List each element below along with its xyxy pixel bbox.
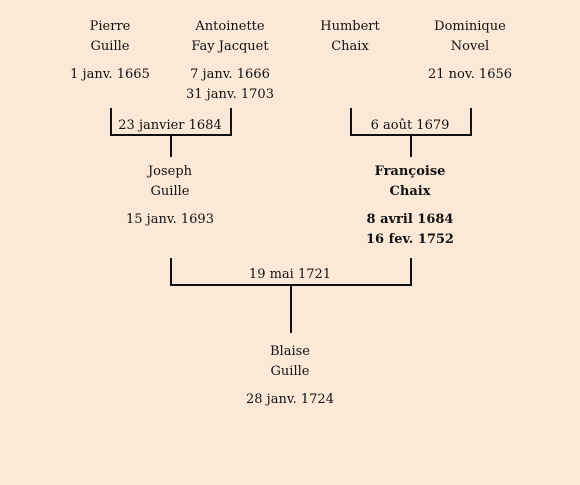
person-humbert-chaix[interactable]: Humbert Chaix — [280, 17, 420, 57]
descent-line — [290, 284, 292, 333]
last-name: Guille — [90, 39, 130, 54]
birth-date: 1 janv. 1665 — [70, 67, 150, 82]
first-name: Françoise — [374, 164, 446, 179]
bracket-right-leg — [410, 258, 412, 286]
union-date-pierre-antoinette: 23 janvier 1684 — [112, 118, 228, 134]
last-name: Fay Jacquet — [191, 39, 269, 54]
last-name: Chaix — [331, 39, 369, 54]
birth-date: 8 avril 1684 — [366, 212, 454, 227]
bracket-left-leg — [110, 108, 112, 136]
person-pierre-guille[interactable]: Pierre Guille 1 janv. 1665 — [40, 17, 180, 85]
person-dominique-novel[interactable]: Dominique Novel 21 nov. 1656 — [400, 17, 540, 85]
first-name: Dominique — [434, 19, 506, 34]
first-name: Antoinette — [195, 19, 265, 34]
person-joseph-guille[interactable]: Joseph Guille 15 janv. 1693 — [100, 162, 240, 230]
first-name: Blaise — [270, 344, 310, 359]
last-name: Guille — [270, 364, 310, 379]
bracket-left-leg — [170, 258, 172, 286]
descent-line — [170, 134, 172, 157]
bracket-right-leg — [470, 108, 472, 136]
descent-line — [410, 134, 412, 157]
person-antoinette-fay-jacquet[interactable]: Antoinette Fay Jacquet 7 janv. 1666 31 j… — [160, 17, 300, 105]
person-francoise-chaix[interactable]: Françoise Chaix 8 avril 1684 16 fev. 175… — [340, 162, 480, 250]
birth-date: 7 janv. 1666 — [190, 67, 270, 82]
union-date-joseph-francoise: 19 mai 1721 — [230, 267, 350, 283]
bracket-left-leg — [350, 108, 352, 136]
birth-date: 15 janv. 1693 — [126, 212, 214, 227]
birth-date: 21 nov. 1656 — [427, 67, 513, 82]
death-date: 16 fev. 1752 — [366, 232, 454, 247]
first-name: Pierre — [89, 19, 131, 34]
birth-date: 28 janv. 1724 — [246, 392, 334, 407]
last-name: Novel — [450, 39, 490, 54]
last-name: Chaix — [389, 184, 431, 199]
last-name: Guille — [150, 184, 190, 199]
death-date: 31 janv. 1703 — [186, 87, 274, 102]
person-blaise-guille[interactable]: Blaise Guille 28 janv. 1724 — [220, 342, 360, 410]
first-name: Joseph — [147, 164, 193, 179]
first-name: Humbert — [320, 19, 380, 34]
bracket-right-leg — [230, 108, 232, 136]
union-date-humbert-dominique: 6 août 1679 — [352, 118, 468, 134]
